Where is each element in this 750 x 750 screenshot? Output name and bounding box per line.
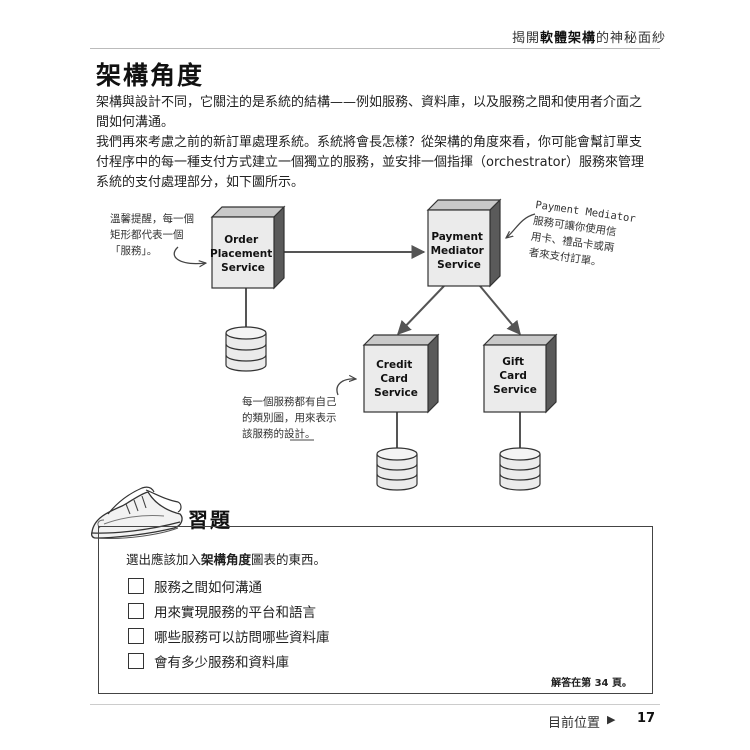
option-label: 服務之間如何溝通 (154, 580, 262, 596)
annotation-left: 溫馨提醒，每一個 矩形都代表一個 「服務」。 (110, 212, 200, 257)
service-label-line: Gift (502, 356, 524, 368)
service-label-line: Order (224, 234, 259, 246)
exercise-option-4[interactable]: 會有多少服務和資料庫 (128, 651, 289, 671)
running-header: 揭開軟體架構的神秘面紗 (512, 27, 666, 46)
header-divider (90, 48, 660, 49)
annotation-bottom: 每一個服務都有自己 的類別圖，用來表示 該服務的設計。 (242, 395, 343, 440)
service-label-line: Card (499, 370, 527, 382)
annotation-arrow (173, 246, 206, 264)
triangle-right-icon: ▶ (607, 713, 616, 726)
service-box-gift-card: Gift Card Service (482, 333, 558, 414)
option-label: 哪些服務可以訪問哪些資料庫 (154, 630, 330, 646)
exercise-intro-emphasis: 架構角度 (201, 552, 252, 567)
option-label: 會有多少服務和資料庫 (154, 655, 289, 671)
arrow-mediator-to-gift (479, 285, 521, 336)
annotation-arrow (506, 213, 536, 238)
header-title-emphasis: 軟體架構 (539, 31, 596, 46)
database-icon (499, 447, 541, 491)
svg-text:Credit Card Servic: Credit Card Service (374, 359, 418, 399)
page-header: 揭開軟體架構的神秘面紗 (0, 0, 750, 46)
svg-text:Payment Mediator S: Payment Mediator Service (431, 231, 488, 271)
service-label-line: Service (221, 262, 265, 274)
footer-location: 目前位置 (548, 716, 601, 731)
option-label: 用來實現服務的平台和語言 (154, 605, 316, 621)
paragraph-2: 我們再來考慮之前的新訂單處理系統。系統將會長怎樣？從架構的角度來看，你可能會幫訂… (96, 135, 644, 190)
exercise-option-1[interactable]: 服務之間如何溝通 (128, 576, 262, 596)
arrow-mediator-to-credit (397, 285, 445, 336)
database-icon (376, 447, 418, 491)
annotation-line: 的類別圖，用來表示 (242, 411, 337, 424)
annotation-line: 矩形都代表一個 (110, 228, 184, 241)
annotation-right: Payment Mediator 服務可讓你使用信 用卡、禮品卡或兩 者來支付訂… (528, 199, 643, 273)
answer-reference: 解答在第 34 頁。 (551, 678, 632, 689)
exercise-intro: 選出應該加入架構角度圖表的東西。 (126, 549, 326, 568)
checkbox[interactable] (128, 603, 144, 619)
exercise-option-3[interactable]: 哪些服務可以訪問哪些資料庫 (128, 626, 330, 646)
service-box-payment-mediator: Payment Mediator Service (426, 198, 502, 288)
service-label-line: Card (380, 373, 408, 385)
header-title-prefix: 揭開 (511, 31, 540, 46)
exercise-title: 習題 (188, 508, 232, 532)
paragraph-1: 架構與設計不同，它關注的是系統的結構——例如服務、資料庫，以及服務之間和使用者介… (96, 95, 643, 130)
exercise-box (98, 526, 653, 694)
database-icon (225, 326, 267, 372)
exercise-intro-suffix: 圖表的東西。 (251, 552, 327, 567)
annotation-line: 溫馨提醒，每一個 (110, 212, 194, 225)
checkbox[interactable] (128, 578, 144, 594)
svg-text:Gift Card Service: Gift Card Service (493, 356, 537, 396)
service-label-line: Payment (431, 231, 483, 243)
service-box-order-placement: Order Placement Service (210, 205, 286, 290)
exercise-intro-prefix: 選出應該加入 (126, 552, 202, 567)
annotation-arrow (336, 379, 356, 396)
exercise-option-2[interactable]: 用來實現服務的平台和語言 (128, 601, 316, 621)
checkbox[interactable] (128, 628, 144, 644)
checkbox[interactable] (128, 653, 144, 669)
annotation-line: 每一個服務都有自己 (242, 395, 337, 408)
service-label-line: Mediator (431, 245, 485, 257)
architecture-diagram: Order Placement Service Payment Mediator… (110, 198, 643, 491)
service-box-credit-card: Credit Card Service (362, 333, 440, 414)
svg-text:Order Placement Se: Order Placement Service (210, 234, 276, 274)
service-label-line: Service (493, 384, 537, 396)
header-title-suffix: 的神秘面紗 (595, 31, 666, 46)
service-label-line: Service (374, 387, 418, 399)
service-label-line: Placement (210, 248, 272, 260)
annotation-line: 該服務的設計。 (242, 427, 316, 440)
footer-divider (90, 704, 660, 705)
service-label-line: Credit (376, 359, 412, 371)
annotation-line: 「服務」。 (110, 244, 157, 257)
service-label-line: Service (437, 259, 481, 271)
section-title: 架構角度 (96, 61, 205, 90)
page-number: 17 (637, 711, 656, 726)
